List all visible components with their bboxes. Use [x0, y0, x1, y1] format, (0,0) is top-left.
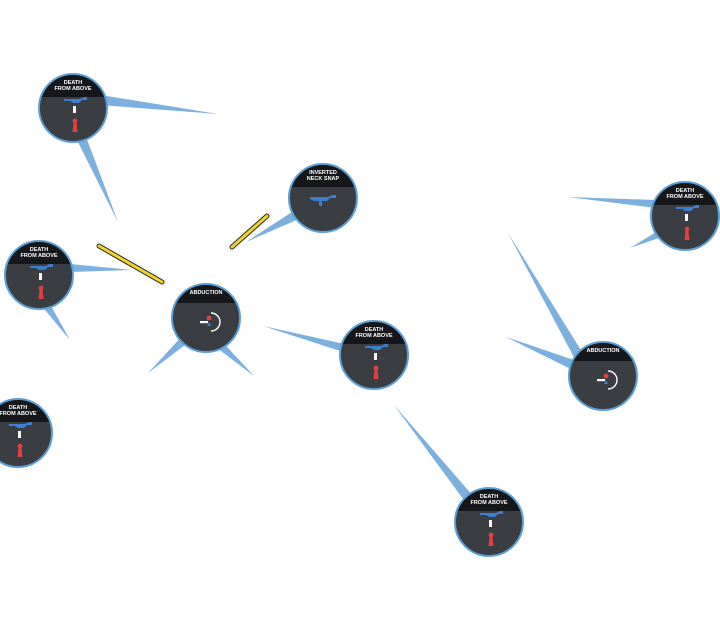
node-death-from-above[interactable]: DEATH FROM ABOVE [4, 240, 74, 310]
death-from-above-icon [30, 264, 53, 299]
node-death-from-above[interactable]: DEATH FROM ABOVE [339, 320, 409, 390]
node-label: ABDUCTION [570, 343, 636, 361]
death-from-above-icon [365, 344, 388, 379]
edge-n6-left [263, 326, 346, 352]
node-label: INVERTED NECK SNAP [290, 165, 356, 187]
edge-n4-down [42, 302, 70, 340]
edge-n8-up [508, 233, 585, 361]
edge-n2-left [246, 209, 301, 242]
node-death-from-above[interactable]: DEATH FROM ABOVE [454, 487, 524, 557]
node-label: ABDUCTION [173, 285, 239, 303]
node-inverted-neck-snap[interactable]: INVERTED NECK SNAP [288, 163, 358, 233]
edge-n1-down [75, 132, 118, 222]
edge-n8-left [506, 337, 578, 371]
edge-n1-right [99, 95, 218, 114]
inverted-neck-snap-icon [310, 195, 336, 206]
abduction-icon [200, 312, 221, 332]
death-from-above-icon [9, 422, 32, 457]
node-label: DEATH FROM ABOVE [0, 400, 51, 422]
death-from-above-icon [64, 97, 87, 132]
abduction-icon [597, 370, 618, 390]
node-death-from-above[interactable]: DEATH FROM ABOVE [650, 181, 720, 251]
node-death-from-above[interactable]: DEATH FROM ABOVE [0, 398, 53, 468]
node-label: DEATH FROM ABOVE [652, 183, 718, 205]
node-label: DEATH FROM ABOVE [40, 75, 106, 97]
node-death-from-above[interactable]: DEATH FROM ABOVE [38, 73, 108, 143]
node-abduction[interactable]: ABDUCTION [568, 341, 638, 411]
highlight-link-a[interactable] [97, 244, 164, 284]
node-label: DEATH FROM ABOVE [6, 242, 72, 264]
death-from-above-icon [676, 205, 699, 240]
edge-n9-up [394, 405, 474, 504]
node-abduction[interactable]: ABDUCTION [171, 283, 241, 353]
edge-n3-left [568, 197, 657, 208]
edge-n4-right [69, 264, 132, 272]
node-label: DEATH FROM ABOVE [341, 322, 407, 344]
node-label: DEATH FROM ABOVE [456, 489, 522, 511]
death-from-above-icon [480, 511, 503, 546]
highlight-link-b[interactable] [230, 214, 269, 249]
